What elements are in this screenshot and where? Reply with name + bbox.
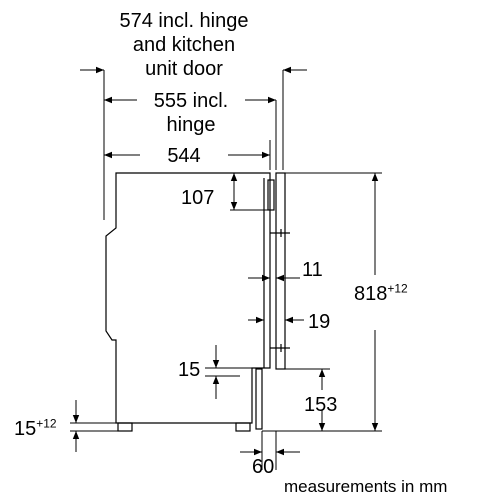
- dim-19: 19: [308, 311, 331, 333]
- dim-818-value: 818: [354, 283, 388, 305]
- dim-818: 818+12: [354, 281, 408, 305]
- dim-15-feet-value: 15: [14, 418, 37, 440]
- dim-574-line2: and kitchen: [132, 34, 236, 56]
- dim-544: 544: [167, 145, 201, 167]
- dim-574-line1: 574 incl. hinge: [119, 10, 249, 32]
- dimension-arrows: [72, 66, 379, 456]
- dim-107: 107: [181, 187, 215, 209]
- dim-15-feet: 15+12: [14, 416, 57, 440]
- dim-15-feet-tolerance: +12: [36, 416, 57, 431]
- dim-60: 60: [252, 456, 275, 478]
- dim-15-toe: 15: [178, 359, 201, 381]
- dim-11: 11: [302, 259, 323, 281]
- dim-555-line2: hinge: [166, 114, 216, 136]
- dim-574-line3: unit door: [145, 58, 223, 80]
- appliance-outline: [105, 172, 290, 432]
- units-note: measurements in mm: [284, 477, 448, 496]
- dim-555-line1: 555 incl.: [153, 90, 229, 112]
- dim-153: 153: [304, 394, 338, 416]
- dim-818-tolerance: +12: [387, 281, 408, 296]
